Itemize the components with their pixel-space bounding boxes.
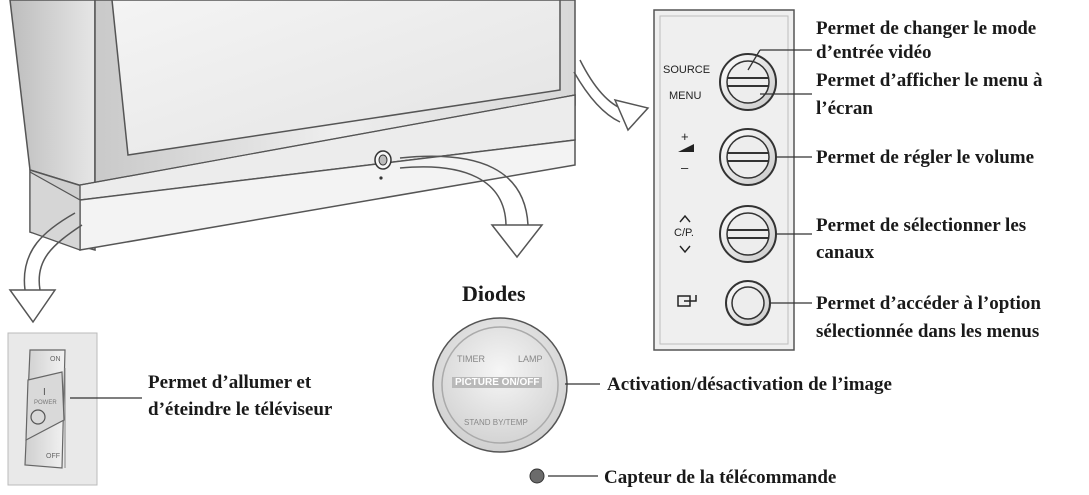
source-label: SOURCE: [663, 64, 711, 76]
menu-description-line2: l’écran: [816, 98, 873, 119]
arrow-to-diodes: [399, 155, 544, 259]
volume-minus-label: –: [681, 160, 689, 175]
tv-illustration: [9, 0, 576, 251]
chevron-down-icon: [679, 245, 691, 254]
switch-off-label: OFF: [46, 453, 60, 460]
power-description-line2: d’éteindre le téléviseur: [148, 399, 333, 420]
standby-label: STAND BY/TEMP: [464, 418, 528, 427]
menu-label: MENU: [669, 90, 702, 102]
channel-description-line2: canaux: [816, 242, 875, 263]
picture-onoff-label: PICTURE ON/OFF: [452, 377, 543, 388]
remote-sensor-dot: [529, 468, 545, 484]
volume-plus-label: +: [681, 129, 689, 144]
channel-button[interactable]: [719, 205, 777, 263]
volume-icon: [678, 144, 694, 152]
enter-icon: [677, 295, 697, 307]
source-menu-button[interactable]: [719, 53, 777, 111]
switch-one-label: I: [43, 387, 46, 398]
menu-description-line1: Permet d’afficher le menu à: [816, 70, 1043, 91]
enter-button[interactable]: [725, 280, 771, 326]
channel-label: C/P.: [674, 227, 694, 239]
volume-description: Permet de régler le volume: [816, 147, 1035, 168]
diodes-title: Diodes: [462, 281, 526, 306]
timer-label: TIMER: [457, 354, 485, 364]
arrow-to-panel: [573, 59, 650, 132]
chevron-up-icon: [679, 214, 691, 223]
source-description-line1: Permet de changer le mode: [816, 18, 1037, 39]
power-switch[interactable]: [7, 332, 98, 486]
enter-description-line2: sélectionnée dans les menus: [816, 321, 1040, 342]
tv-front-sensor: [374, 150, 392, 180]
switch-on-label: ON: [50, 356, 61, 363]
control-panel: [653, 9, 795, 351]
power-description-line1: Permet d’allumer et: [148, 372, 312, 393]
panel-leader-lines: [747, 49, 812, 304]
volume-button[interactable]: [719, 128, 777, 186]
channel-description-line1: Permet de sélectionner les: [816, 215, 1027, 236]
arrow-to-switch: [8, 212, 83, 324]
lamp-label: LAMP: [518, 354, 543, 364]
switch-power-label: POWER: [34, 400, 57, 406]
sensor-description: Capteur de la télécommande: [604, 467, 837, 488]
enter-description-line1: Permet d’accéder à l’option: [816, 293, 1041, 314]
picture-description: Activation/désactivation de l’image: [607, 374, 892, 395]
source-description-line2: d’entrée vidéo: [816, 42, 932, 63]
